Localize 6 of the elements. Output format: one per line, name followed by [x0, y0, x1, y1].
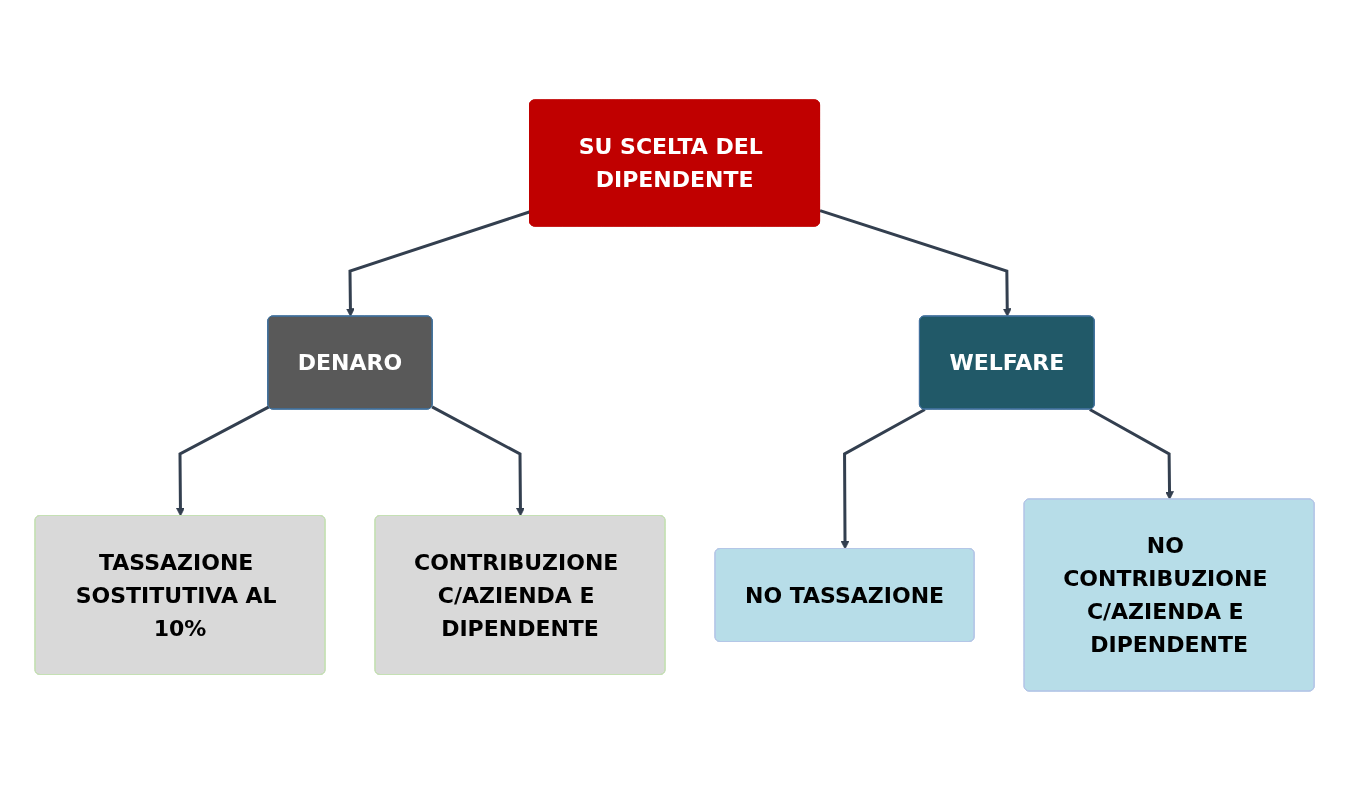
- arrow: [431, 405, 526, 517]
- arrow: [176, 405, 271, 517]
- arrow: [820, 209, 1013, 317]
- arrow: [1089, 408, 1175, 500]
- arrow: [841, 408, 927, 550]
- arrow: [346, 210, 531, 317]
